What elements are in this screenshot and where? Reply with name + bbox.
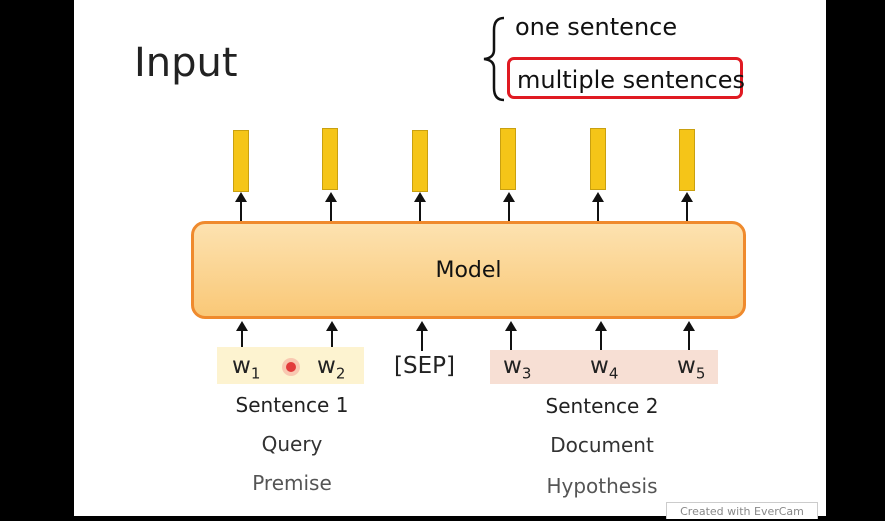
option-one-sentence: one sentence	[515, 13, 678, 41]
output-vector-3	[412, 130, 428, 192]
up-arrow-icon	[236, 321, 248, 351]
token-w2: w2	[317, 353, 346, 383]
token-w3: w3	[503, 353, 532, 383]
label-sentence-2: Sentence 2	[545, 394, 659, 418]
output-vector-5	[590, 128, 606, 190]
model-box: Model	[191, 221, 746, 319]
label-sentence-1: Sentence 1	[235, 393, 349, 417]
up-arrow-icon	[326, 321, 338, 351]
up-arrow-icon	[505, 321, 517, 351]
up-arrow-icon	[325, 192, 337, 222]
up-arrow-icon	[683, 321, 695, 351]
option-multiple-sentences: multiple sentences	[517, 66, 745, 94]
sentence-2-highlight	[490, 350, 718, 384]
output-vector-2	[322, 128, 338, 190]
slide-title: Input	[134, 40, 238, 86]
token-sep: [SEP]	[394, 353, 455, 379]
cursor-pointer-dot	[286, 362, 296, 372]
output-vector-1	[233, 130, 249, 192]
up-arrow-icon	[235, 192, 247, 222]
output-vector-6	[679, 129, 695, 191]
slide: Input one sentence multiple sentences Mo…	[74, 0, 826, 516]
up-arrow-icon	[592, 192, 604, 222]
token-w4: w4	[590, 353, 619, 383]
output-vector-4	[500, 128, 516, 190]
up-arrow-icon	[416, 321, 428, 351]
label-query: Query	[261, 432, 323, 456]
label-document: Document	[550, 433, 654, 457]
token-w1: w1	[232, 353, 261, 383]
up-arrow-icon	[681, 192, 693, 222]
up-arrow-icon	[414, 192, 426, 222]
option-multiple-sentences-highlight: multiple sentences	[507, 57, 745, 99]
evercam-watermark: Created with EverCam	[666, 502, 818, 519]
up-arrow-icon	[595, 321, 607, 351]
up-arrow-icon	[503, 192, 515, 222]
model-label: Model	[435, 258, 502, 283]
label-hypothesis: Hypothesis	[546, 474, 658, 498]
curly-brace	[483, 16, 505, 102]
label-premise: Premise	[252, 471, 332, 495]
token-w5: w5	[677, 353, 706, 383]
